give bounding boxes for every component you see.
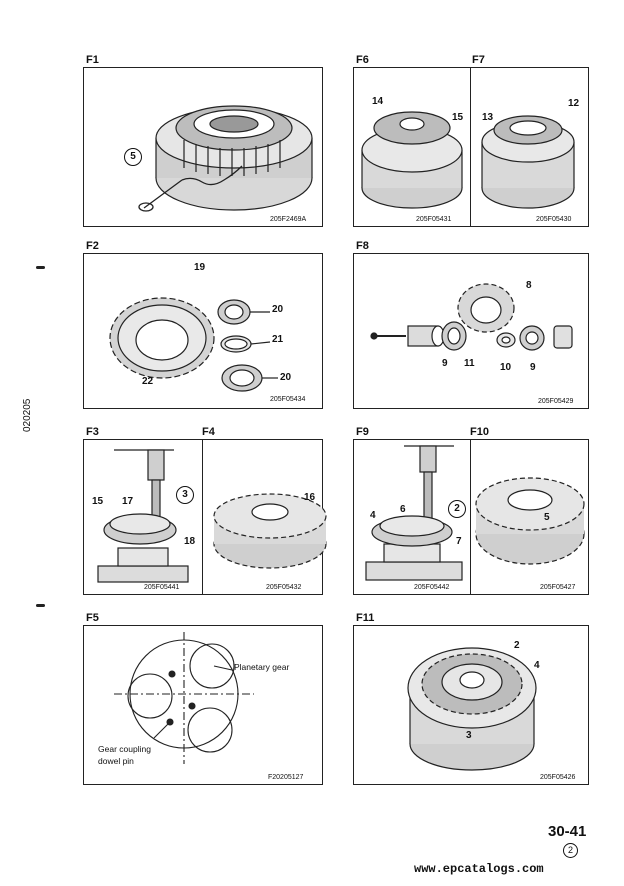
callout-3: 3: [466, 730, 472, 741]
figure-label-f8: F8: [356, 240, 369, 252]
figure-code-f6: 205F05431: [416, 216, 452, 223]
revision-mark: 2: [563, 843, 578, 858]
callout-9-right: 9: [530, 362, 536, 373]
figure-code-f1: 205F2469A: [270, 216, 307, 223]
gear-bearing-illustration: [109, 297, 278, 392]
gear-assembly-illustration: [361, 111, 575, 209]
figure-label-f5: F5: [86, 612, 99, 624]
figure-label-f6: F6: [356, 54, 369, 66]
callout-7: 7: [456, 536, 462, 547]
callout-15: 15: [452, 112, 464, 123]
panel-divider: [202, 440, 203, 594]
margin-mark: [36, 604, 45, 607]
callout-19: 19: [194, 262, 206, 273]
callout-5: 5: [124, 148, 142, 166]
figure-code-f4: 205F05432: [266, 584, 302, 591]
callout-21: 21: [272, 334, 284, 345]
panel-divider: [470, 68, 471, 226]
callout-15: 15: [92, 496, 104, 507]
figure-panel-f1: 5 205F2469A: [83, 67, 323, 227]
callout-6: 6: [400, 504, 406, 515]
final-drive-illustration: [407, 647, 537, 771]
margin-mark: [36, 266, 45, 269]
figure-code-f2: 205F05434: [270, 396, 306, 403]
figure-label-f9: F9: [356, 426, 369, 438]
figure-label-f2: F2: [86, 240, 99, 252]
figure-panel-f9-f10: 4 6 2 7 5 205F05442 205F05427: [353, 439, 589, 595]
figure-code-f7: 205F05430: [536, 216, 572, 223]
figure-code-f5: F20205127: [268, 774, 304, 781]
callout-3: 3: [176, 486, 194, 504]
figure-label-f11: F11: [356, 612, 375, 624]
callout-4: 4: [534, 660, 540, 671]
figure-label-f1: F1: [86, 54, 99, 66]
figure-panel-f5: Planetary gear Gear coupling dowel pin F…: [83, 625, 323, 785]
callout-13: 13: [482, 112, 494, 123]
page-number: 30-41: [548, 823, 587, 840]
figure-panel-f2: 19 20 21 22 20 205F05434: [83, 253, 323, 409]
figure-code-f8: 205F05429: [538, 398, 574, 405]
press-planetary-illustration: [365, 445, 585, 581]
callout-14: 14: [372, 96, 384, 107]
callout-9: 9: [442, 358, 448, 369]
callout-17: 17: [122, 496, 134, 507]
callout-4: 4: [370, 510, 376, 521]
callout-20: 20: [272, 304, 284, 315]
figure-label-f7: F7: [472, 54, 485, 66]
callout-16: 16: [304, 492, 316, 503]
note-dowel-pin: dowel pin: [98, 756, 134, 766]
callout-2: 2: [514, 640, 520, 651]
figure-label-f10: F10: [470, 426, 489, 438]
callout-10: 10: [500, 362, 512, 373]
callout-18: 18: [184, 536, 196, 547]
figure-panel-f6-f7: 14 15 13 12 205F05431 205F05430: [353, 67, 589, 227]
callout-11: 11: [464, 358, 475, 369]
note-gear-coupling: Gear coupling: [98, 744, 151, 754]
shaft-gear-illustration: [370, 283, 573, 351]
callout-8: 8: [526, 280, 532, 291]
website-link[interactable]: www.epcatalogs.com: [414, 862, 544, 876]
callout-5: 5: [544, 512, 550, 523]
press-carrier-illustration: [97, 449, 327, 583]
figure-panel-f8: 8 9 11 10 9 205F05429: [353, 253, 589, 409]
figure-code-f9: 205F05442: [414, 584, 450, 591]
figure-panel-f11: 2 4 3 205F05426: [353, 625, 589, 785]
figure-panel-f3-f4: 15 17 3 18 16 205F05441 205F05432: [83, 439, 327, 595]
figure-label-f4: F4: [202, 426, 215, 438]
callout-12: 12: [568, 98, 580, 109]
callout-2: 2: [448, 500, 466, 518]
hub-housing-illustration: [138, 105, 313, 212]
side-code: 020205: [22, 398, 33, 432]
figure-label-f3: F3: [86, 426, 99, 438]
planetary-gear-diagram: [114, 632, 254, 764]
figure-code-f11: 205F05426: [540, 774, 576, 781]
callout-22: 22: [142, 376, 154, 387]
callout-20-lower: 20: [280, 372, 292, 383]
panel-divider: [470, 440, 471, 594]
figure-code-f10: 205F05427: [540, 584, 576, 591]
figure-code-f3: 205F05441: [144, 584, 180, 591]
note-planetary-gear: Planetary gear: [234, 662, 290, 672]
